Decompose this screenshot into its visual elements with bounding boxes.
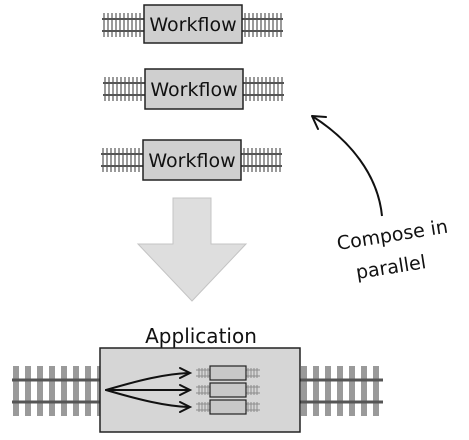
inner-workflow-3 <box>196 399 260 415</box>
track-segment-left <box>103 77 147 101</box>
workflow-label: Workflow <box>150 79 237 101</box>
compose-note-line2: parallel <box>354 251 427 284</box>
compose-arrow-icon <box>311 115 383 217</box>
workflow-label: Workflow <box>148 150 235 172</box>
application-title: Application <box>145 324 257 348</box>
workflow-box <box>142 139 242 181</box>
workflow-2: Workflow <box>103 68 284 110</box>
application-track-left <box>12 366 103 416</box>
application-track-right <box>299 366 383 416</box>
inner-workflow-2 <box>196 382 260 398</box>
down-arrow-icon <box>136 197 248 302</box>
track-segment-left <box>101 148 145 172</box>
workflow-3: Workflow <box>101 139 282 181</box>
track-segment-right <box>241 13 283 37</box>
track-segment-right <box>240 148 282 172</box>
workflow-1: Workflow <box>102 4 283 44</box>
track-segment-right <box>242 77 284 101</box>
compose-note-line1: Compose in <box>335 216 449 255</box>
workflow-box <box>143 4 243 44</box>
workflow-box <box>144 68 244 110</box>
fan-out-arrows-icon <box>105 367 193 413</box>
workflow-label: Workflow <box>149 14 236 36</box>
inner-workflow-1 <box>196 365 260 381</box>
track-segment-left <box>102 13 146 37</box>
